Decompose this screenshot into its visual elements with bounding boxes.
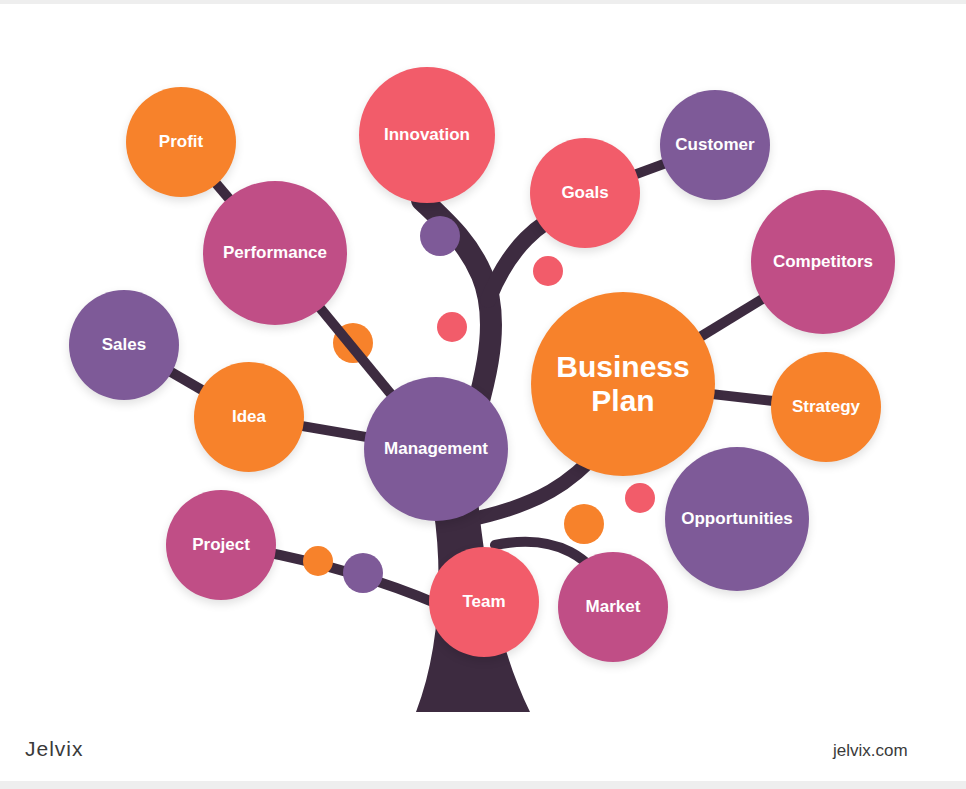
top-band	[0, 0, 966, 4]
topic-circle: Innovation	[359, 67, 495, 203]
website-url: jelvix.com	[833, 741, 908, 761]
topic-circle: Opportunities	[665, 447, 809, 591]
node-text: Market	[586, 597, 641, 617]
node-text: Team	[462, 592, 505, 612]
branch-connector	[301, 426, 367, 437]
node-text: Business Plan	[548, 350, 698, 419]
node-text: Customer	[675, 135, 754, 155]
branch-connector	[170, 371, 203, 390]
bottom-band	[0, 781, 966, 789]
node-text: Opportunities	[681, 509, 792, 529]
topic-circle: Strategy	[771, 352, 881, 462]
topic-circle: Competitors	[751, 190, 895, 334]
node-text: Project	[192, 535, 250, 555]
node-text: Management	[384, 439, 488, 459]
topic-circle: Profit	[126, 87, 236, 197]
topic-circle: Performance	[203, 181, 347, 325]
node-text: Profit	[159, 132, 203, 152]
topic-circle: Idea	[194, 362, 304, 472]
topic-circle: Project	[166, 490, 276, 600]
node-text: Performance	[223, 243, 327, 263]
topic-circle: Team	[429, 547, 539, 657]
topic-circle: Market	[558, 552, 668, 662]
node-text: Goals	[561, 183, 608, 203]
node-text: Strategy	[792, 397, 860, 417]
node-text: Sales	[102, 335, 146, 355]
branch-connector	[700, 298, 763, 337]
topic-circle: Management	[364, 377, 508, 521]
topic-circle: Sales	[69, 290, 179, 400]
branch-connector	[712, 394, 773, 401]
branch-connector	[319, 307, 391, 395]
tree-branch	[255, 550, 440, 605]
node-text: Idea	[232, 407, 266, 427]
brand-logo: Jelvix	[25, 737, 84, 761]
node-text: Competitors	[773, 252, 873, 272]
branch-connector	[635, 163, 666, 174]
topic-circle: Goals	[530, 138, 640, 248]
node-text: Innovation	[384, 125, 470, 145]
topic-circle: Customer	[660, 90, 770, 200]
central-circle: Business Plan	[531, 292, 715, 476]
